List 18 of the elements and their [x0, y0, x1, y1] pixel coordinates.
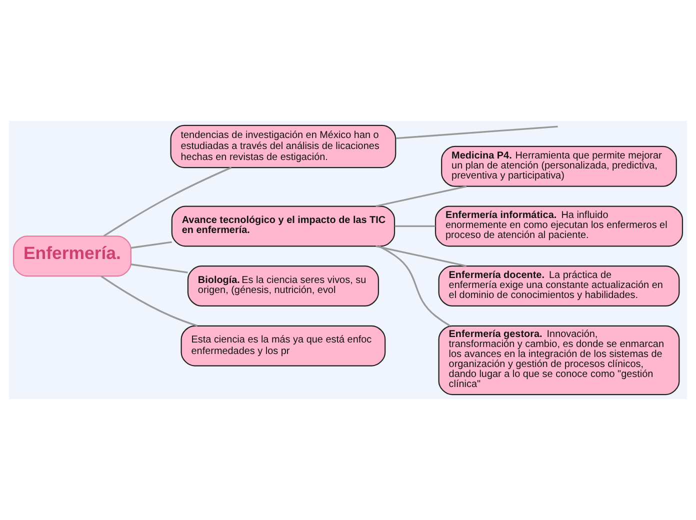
connector [394, 225, 436, 228]
node-box: Esta ciencia es la más ya que está enfoc enfermedades y los pr [180, 325, 386, 366]
connector [130, 241, 172, 249]
connector [378, 246, 450, 327]
node-box: Enfermería gestora. Innovación, transformación y cambio, es donde se enmarcan los avances en la integración de los sistemas de organización y gestión de procesos clínicos, dando lugar a lo que se conoce como "gestión clínica" [438, 325, 680, 396]
connector [100, 276, 198, 327]
connector [130, 264, 188, 274]
node-box: Enfermería. [12, 236, 132, 277]
node-box: Biología. Es la ciencia seres vivos, su origen, (génesis, nutrición, evol [187, 266, 380, 307]
node-box: Medicina P4. Herramienta que permite mejorar un plan de atención (personalizada, predictiva, preventiva y participativa) [441, 146, 677, 187]
node-box: Enfermería informática. Ha influido enormemente en como ejecutan los enfermeros el proceso de atención al paciente. [434, 206, 684, 247]
node-box: Avance tecnológico y el impacto de las TIC en enfermería. [171, 206, 396, 247]
connector [103, 166, 232, 237]
connector [376, 245, 467, 267]
connector [376, 186, 467, 208]
connector [396, 126, 558, 140]
node-box: Enfermería docente. La práctica de enfermería exige una constante actualización en el dominio de conocimientos y habilidades. [438, 266, 680, 307]
node-box: tendencias de investigación en México han o estudiadas a través del análisis de licaciones hechas en revistas de estigación. [170, 124, 396, 168]
